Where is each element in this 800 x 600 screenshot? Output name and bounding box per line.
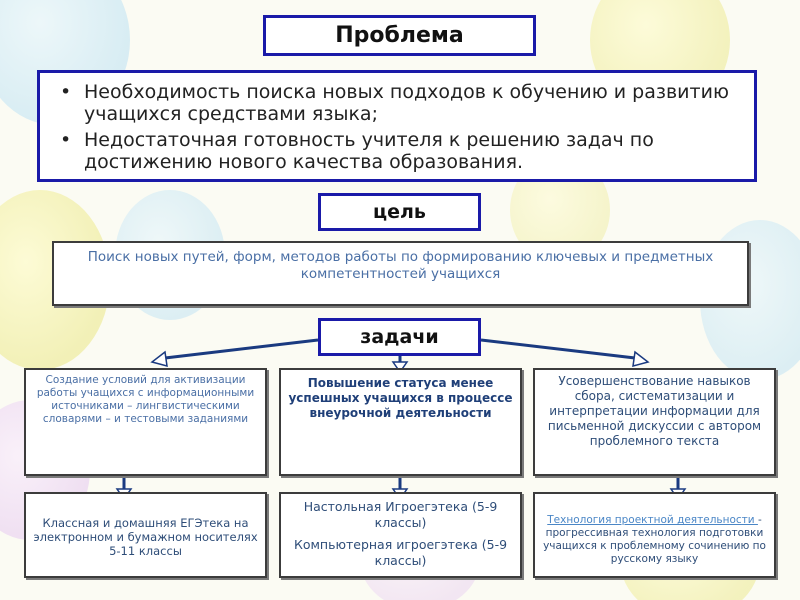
bullet-icon: • <box>60 129 72 151</box>
result-box-3: Технология проектной деятельности - прог… <box>533 492 776 578</box>
task-text-1: Создание условий для активизации работы … <box>36 374 255 425</box>
goal-title-text: цель <box>373 201 426 223</box>
tasks-title-text: задачи <box>360 326 439 348</box>
bullet-icon: • <box>60 81 72 103</box>
result-text-3: - прогрессивная технология подготовки уч… <box>543 514 766 565</box>
result-box-1: Классная и домашняя ЕГЭтека на электронн… <box>24 492 267 578</box>
result-text-2b: Компьютерная игроегэтека (5-9 классы) <box>293 537 508 568</box>
result-box-2: Настольная Игроегэтека (5-9 классы) Комп… <box>279 492 522 578</box>
task-box-3: Усовершенствование навыков сбора, систем… <box>533 368 776 476</box>
problem-item-2: Недостаточная готовность учителя к решен… <box>84 129 654 173</box>
problem-title: Проблема <box>263 15 536 56</box>
goal-box: Поиск новых путей, форм, методов работы … <box>52 241 749 306</box>
result-text-1: Классная и домашняя ЕГЭтека на электронн… <box>33 516 258 558</box>
balloon <box>510 155 610 265</box>
task-text-3: Усовершенствование навыков сбора, систем… <box>547 374 762 448</box>
list-item: • Недостаточная готовность учителя к реше… <box>58 129 740 173</box>
project-technology-link[interactable]: Технология проектной деятельности <box>547 514 758 526</box>
tasks-title: задачи <box>318 318 481 356</box>
problem-list: • Необходимость поиска новых подходов к о… <box>58 81 740 173</box>
problem-item-1: Необходимость поиска новых подходов к об… <box>84 81 729 125</box>
goal-title: цель <box>318 193 481 231</box>
task-text-2: Повышение статуса менее успешных учащихс… <box>288 376 513 420</box>
problem-title-text: Проблема <box>335 23 464 48</box>
result-text-2a: Настольная Игроегэтека (5-9 классы) <box>303 499 498 530</box>
list-item: • Необходимость поиска новых подходов к о… <box>58 81 740 125</box>
task-box-2: Повышение статуса менее успешных учащихс… <box>279 368 522 476</box>
task-box-1: Создание условий для активизации работы … <box>24 368 267 476</box>
problem-box: • Необходимость поиска новых подходов к о… <box>37 70 757 182</box>
goal-text: Поиск новых путей, форм, методов работы … <box>87 249 714 282</box>
